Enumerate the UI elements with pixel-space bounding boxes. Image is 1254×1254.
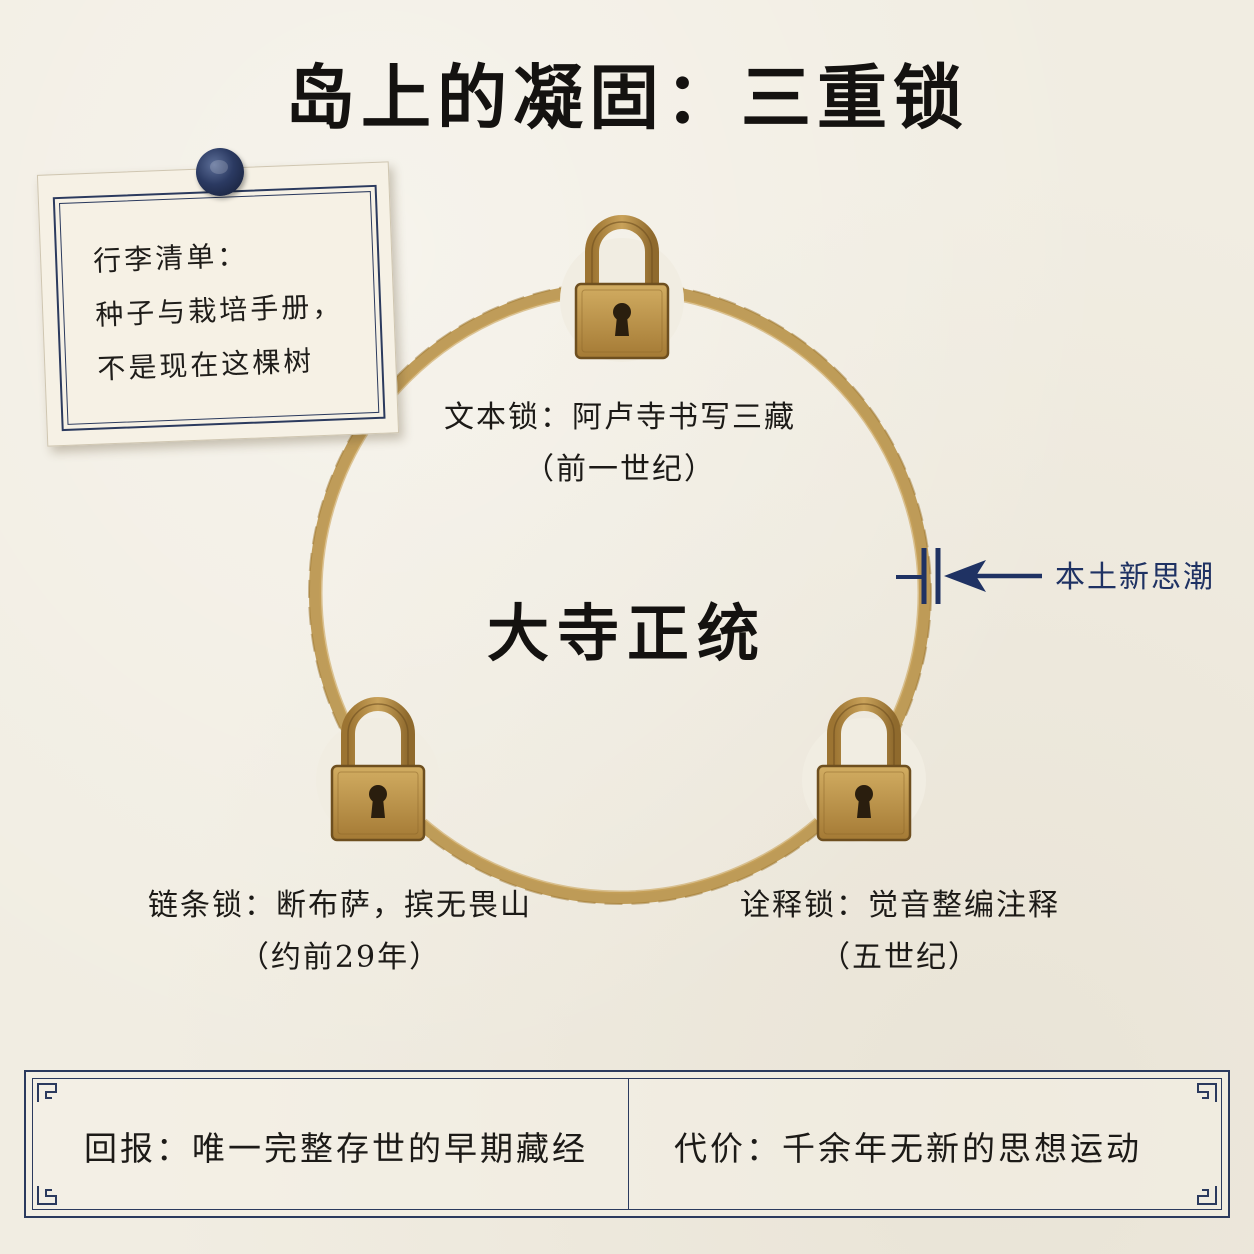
barrier-icon [896, 548, 941, 604]
lock-label-chain: 链条锁：断布萨，摈无畏山 （约前29年） [140, 880, 540, 976]
page-title: 岛上的凝固：三重锁 [285, 56, 969, 139]
corner-ornament-icon [1197, 1186, 1217, 1205]
arrow-left-icon [944, 560, 1042, 592]
summary-panel: 回报：唯一完整存世的早期藏经 代价：千余年无新的思想运动 [24, 1070, 1230, 1218]
cost-text: 代价：千余年无新的思想运动 [674, 1129, 1142, 1168]
panel-inner-frame [32, 1078, 1222, 1210]
lock-label-main: 诠释锁：觉音整编注释 [740, 888, 1060, 923]
lock-label-interpretation: 诠释锁：觉音整编注释 （五世纪） [720, 880, 1080, 976]
lock-label-date: （前一世纪） [524, 452, 716, 487]
corner-ornament-icon [37, 1186, 57, 1205]
center-label: 大寺正统 [486, 597, 767, 670]
luggage-note: 行李清单： 种子与栽培手册， 不是现在这棵树 [36, 161, 400, 447]
corner-ornament-icon [1197, 1083, 1217, 1102]
pin-icon [196, 148, 244, 196]
lock-label-main: 文本锁：阿卢寺书写三藏 [444, 400, 796, 435]
lock-label-date: （五世纪） [820, 940, 980, 975]
reward-text: 回报：唯一完整存世的早期藏经 [84, 1129, 588, 1168]
lock-label-text: 文本锁：阿卢寺书写三藏 （前一世纪） [430, 392, 810, 488]
panel-divider [628, 1078, 629, 1210]
lock-label-main: 链条锁：断布萨，摈无畏山 [148, 888, 532, 923]
lock-label-date: （约前29年） [238, 940, 442, 975]
note-line: 行李清单： [92, 238, 249, 278]
new-thought-label: 本土新思潮 [1055, 560, 1215, 595]
corner-ornament-icon [37, 1083, 57, 1102]
note-line: 不是现在这棵树 [96, 344, 315, 386]
